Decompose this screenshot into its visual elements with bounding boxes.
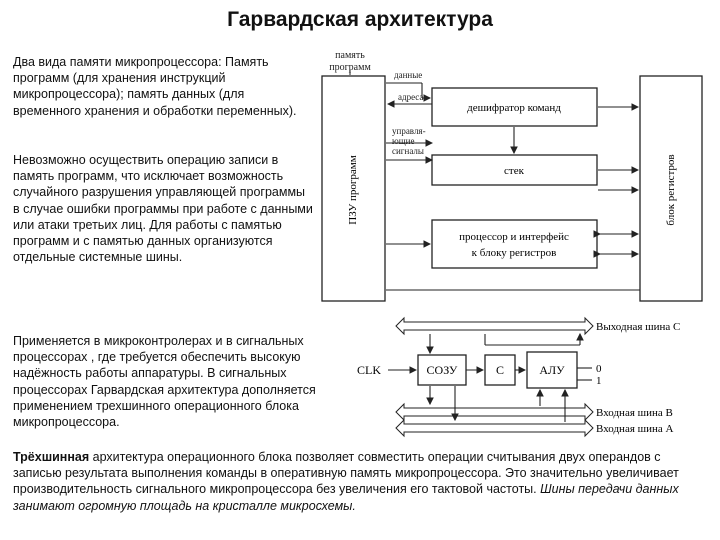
sozu-label: СОЗУ <box>427 363 458 377</box>
registers-block-label: блок регистров <box>665 154 677 225</box>
flag-zero-label: 0 <box>596 363 602 375</box>
stack-block <box>431 154 598 186</box>
rom-block-label: ПЗУ программ <box>347 155 359 224</box>
bus-area-note: Шины передачи данных занимают огромную п… <box>13 482 679 513</box>
processor-label-line1: процессор и интерфейс <box>459 231 569 243</box>
decoder-label: дешифратор команд <box>467 102 561 114</box>
stack-label: стек <box>504 165 525 177</box>
registers-block <box>639 75 703 302</box>
control-signal-label-2: ющие <box>392 136 414 146</box>
processor-label-line2: к блоку регистров <box>472 247 557 259</box>
application-paragraph: Применяется в микроконтролерах и в сигна… <box>13 334 316 430</box>
three-bus-paragraph: Трёхшинная архитектура операционного бло… <box>13 449 708 514</box>
memory-label-line2: программ <box>329 62 371 73</box>
three-bus-description: архитектура операционного блока позволяе… <box>13 450 679 497</box>
alu-block <box>526 351 578 389</box>
output-bus-c <box>395 316 594 336</box>
c-register-block <box>484 354 516 386</box>
page-title: Гарвардская архитектура <box>227 8 493 31</box>
processor-block <box>431 219 598 269</box>
input-bus-a <box>395 418 594 438</box>
input-bus-b <box>395 402 594 422</box>
control-signal-label-3: сигналы <box>392 146 424 156</box>
write-protection-paragraph: Невозможно осуществить операцию записи в… <box>13 153 313 265</box>
output-bus-c-label: Выходная шина C <box>596 321 680 333</box>
rom-block <box>321 75 386 302</box>
data-signal-label: данные <box>394 70 422 80</box>
clk-label: CLK <box>357 363 381 377</box>
c-register-label: C <box>496 363 504 377</box>
input-bus-b-label: Входная шина B <box>596 407 673 419</box>
control-signal-label-1: управля- <box>392 126 426 136</box>
three-bus-term: Трёхшинная <box>13 450 90 464</box>
address-signal-label: адреса <box>398 92 423 102</box>
input-bus-a-label: Входная шина A <box>596 423 674 435</box>
memory-types-paragraph: Два вида памяти микропроцессора: Память … <box>13 55 297 118</box>
decoder-block <box>431 87 598 127</box>
memory-label-line1: память <box>335 50 365 61</box>
flag-one-label: 1 <box>596 375 602 387</box>
alu-label: АЛУ <box>539 363 565 377</box>
